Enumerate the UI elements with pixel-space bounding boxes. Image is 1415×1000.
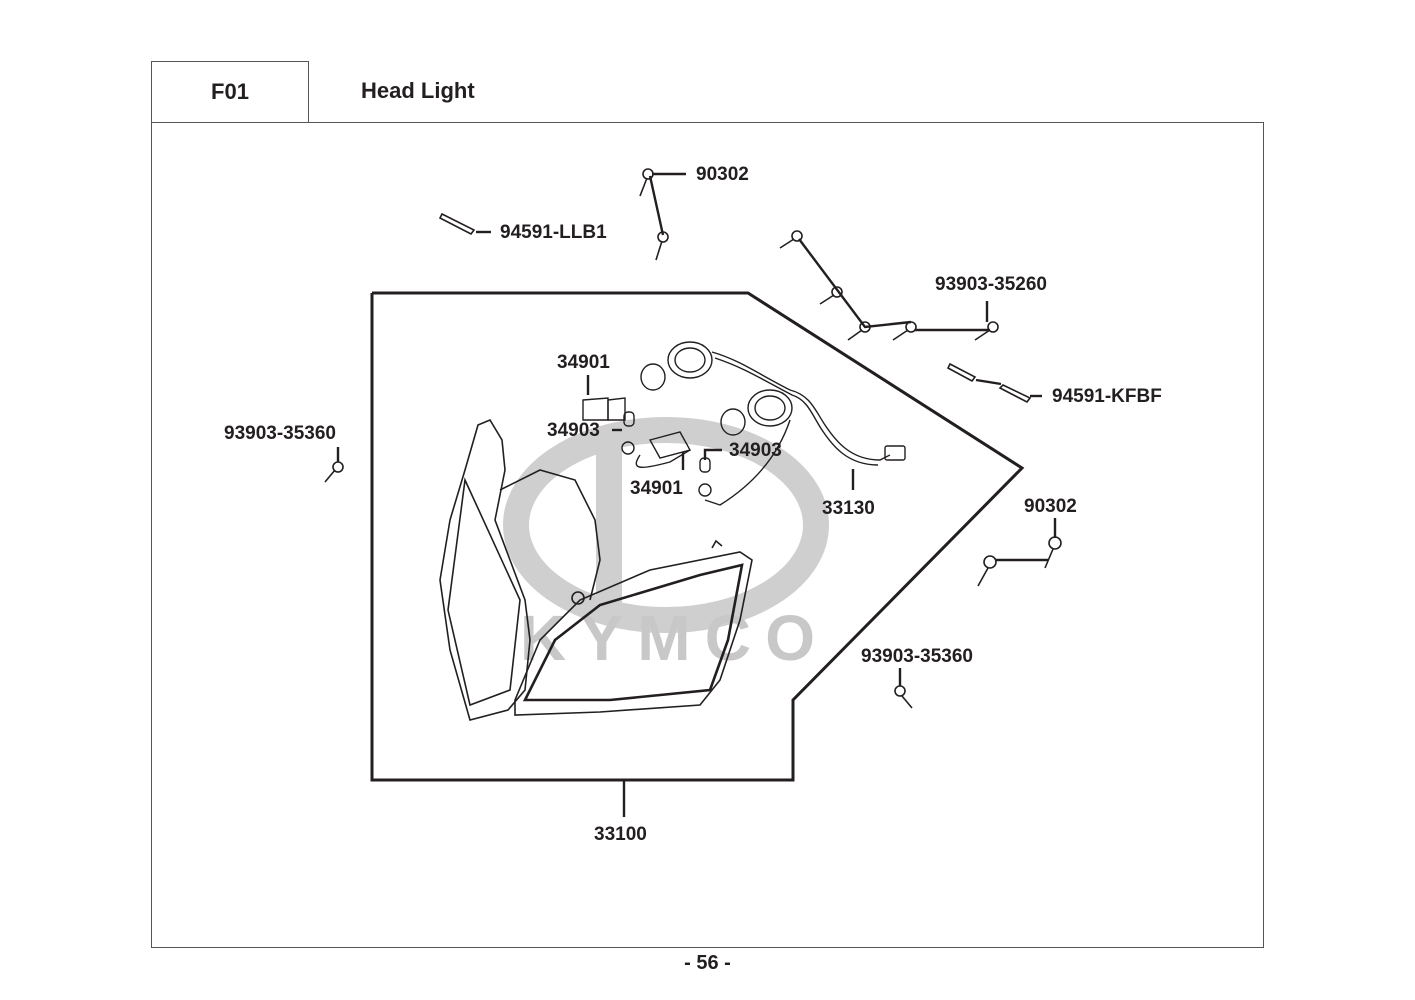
- callout-34903-right: 34903: [729, 440, 782, 461]
- callout-93903-35260: 93903-35260: [935, 274, 1047, 295]
- page-number: - 56 -: [684, 952, 731, 974]
- callout-34901-upper: 34901: [557, 352, 610, 373]
- diagram-frame: [151, 122, 1264, 948]
- wire-harness-drawing: [582, 341, 906, 506]
- bolt-icon: [983, 555, 997, 569]
- section-title: Head Light: [361, 78, 475, 103]
- callout-33100: 33100: [594, 824, 647, 845]
- screw-icon: [894, 685, 906, 697]
- leader-lines: [336, 172, 1057, 817]
- assembly-outline: [370, 291, 1025, 782]
- callout-93903-35360-right: 93903-35360: [861, 646, 973, 667]
- callout-labels: 90302 94591-LLB1 93903-35260 94591-KFBF …: [224, 164, 1162, 845]
- tie-strap-icon: [946, 362, 977, 383]
- callout-90302-top: 90302: [696, 164, 749, 185]
- callout-34901-lower: 34901: [630, 478, 683, 499]
- callout-33130: 33130: [822, 498, 875, 519]
- callout-34903-left: 34903: [547, 420, 600, 441]
- bolt-icon: [1048, 536, 1062, 550]
- screw-icon: [987, 321, 999, 333]
- tie-strap-icon: [998, 384, 1032, 404]
- callout-94591-llb1: 94591-LLB1: [500, 222, 607, 243]
- watermark-k-stem: [596, 440, 622, 610]
- callout-93903-35360-left: 93903-35360: [224, 423, 336, 444]
- callout-94591-kfbf: 94591-KFBF: [1052, 386, 1162, 407]
- section-code-cell: F01: [151, 61, 309, 122]
- callout-90302-right: 90302: [1024, 496, 1077, 517]
- fasteners-drawing: [324, 168, 1062, 709]
- watermark-text: KYMCO: [520, 602, 815, 674]
- screw-icon: [791, 230, 803, 242]
- connector-plug: [884, 445, 906, 461]
- watermark-ellipse: [503, 417, 829, 633]
- tie-strap-icon: [438, 212, 476, 236]
- kymco-watermark: KYMCO: [503, 417, 829, 674]
- section-code: F01: [211, 79, 249, 104]
- headlight-housing-drawing: [439, 418, 753, 721]
